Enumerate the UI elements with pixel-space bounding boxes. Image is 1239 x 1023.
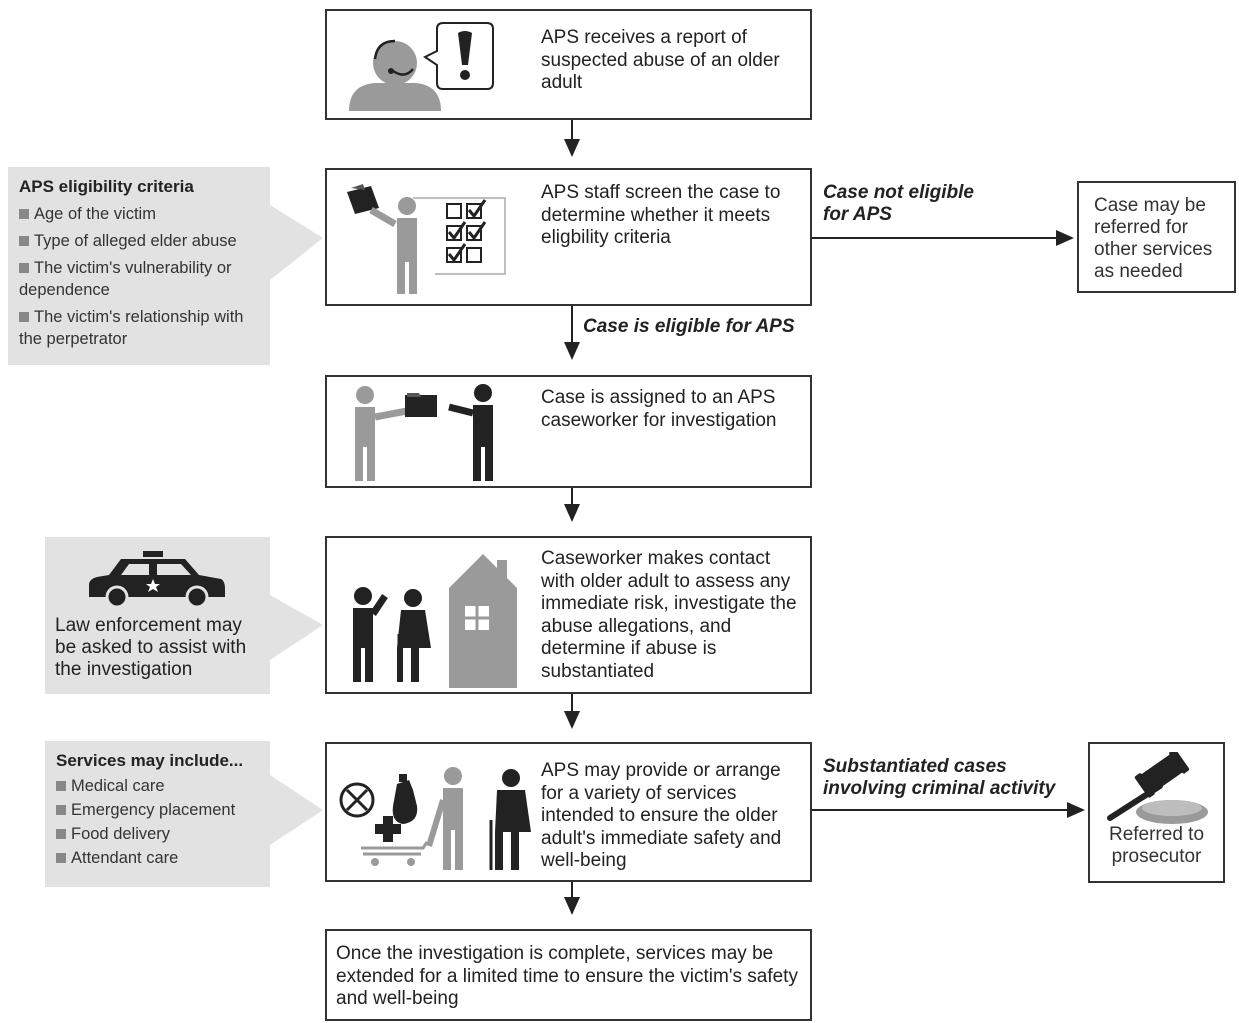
handoff-folder-icon <box>355 384 493 481</box>
services-item: Food delivery <box>56 823 260 845</box>
step-contact: Caseworker makes contact with older adul… <box>325 536 812 694</box>
eligibility-item: The victim's relationship with the perpe… <box>19 308 244 348</box>
bullet-square-icon <box>56 805 66 815</box>
eligibility-item: Age of the victim <box>19 203 260 225</box>
caseworker-elder-house-icon <box>353 554 517 688</box>
eligibility-heading: APS eligibility criteria <box>19 177 194 196</box>
step-services-text: APS may provide or arrange for a variety… <box>541 760 782 871</box>
law-enforcement-text: Law enforcement may be asked to assist w… <box>55 615 247 680</box>
police-car-icon <box>89 551 225 609</box>
outcome-prosecutor-text: Referred to prosecutor <box>1108 824 1205 867</box>
outcome-other-services: Case may be referred for other services … <box>1077 181 1236 293</box>
step-screen-text: APS staff screen the case to determine w… <box>541 182 781 248</box>
bullet-square-icon <box>19 236 29 246</box>
services-people-icon <box>339 767 531 870</box>
eligibility-item: Type of alleged elder abuse <box>19 230 260 252</box>
step-contact-text: Caseworker makes contact with older adul… <box>541 548 797 682</box>
bullet-square-icon <box>56 853 66 863</box>
step-assign-text: Case is assigned to an APS caseworker fo… <box>541 387 777 431</box>
step-report: APS receives a report of suspected abuse… <box>325 9 812 120</box>
eligibility-criteria-box: APS eligibility criteria Age of the vict… <box>8 167 270 365</box>
step-report-text: APS receives a report of suspected abuse… <box>541 27 780 93</box>
bullet-square-icon <box>19 312 29 322</box>
step-services: APS may provide or arrange for a variety… <box>325 742 812 882</box>
services-include-box: Services may include... Medical care Eme… <box>45 741 270 887</box>
step-final-text: Once the investigation is complete, serv… <box>336 943 798 1009</box>
services-heading: Services may include... <box>56 751 244 770</box>
step-assign: Case is assigned to an APS caseworker fo… <box>325 375 812 488</box>
person-checklist-icon <box>347 184 506 294</box>
outcome-prosecutor: Referred to prosecutor <box>1088 742 1225 883</box>
gavel-icon <box>1107 752 1208 824</box>
outcome-other-services-text: Case may be referred for other services … <box>1094 195 1213 282</box>
law-enforcement-box: Law enforcement may be asked to assist w… <box>45 537 270 694</box>
services-item: Emergency placement <box>56 799 260 821</box>
bullet-square-icon <box>56 781 66 791</box>
branch-label-eligible: Case is eligible for APS <box>583 316 795 337</box>
branch-label-not-eligible: Case not eligible for APS <box>823 182 974 225</box>
eligibility-list: Age of the victim Type of alleged elder … <box>19 203 260 350</box>
bullet-square-icon <box>19 263 29 273</box>
bullet-square-icon <box>19 209 29 219</box>
branch-label-substantiated: Substantiated cases involving criminal a… <box>823 756 1056 799</box>
person-headset-alert-icon <box>349 22 494 111</box>
eligibility-item: The victim's vulnerability or dependence <box>19 259 232 299</box>
step-final: Once the investigation is complete, serv… <box>325 929 812 1021</box>
step-screen: APS staff screen the case to determine w… <box>325 168 812 306</box>
services-item: Medical care <box>56 775 260 797</box>
services-list: Medical care Emergency placement Food de… <box>56 775 260 869</box>
services-item: Attendant care <box>56 847 260 869</box>
bullet-square-icon <box>56 829 66 839</box>
